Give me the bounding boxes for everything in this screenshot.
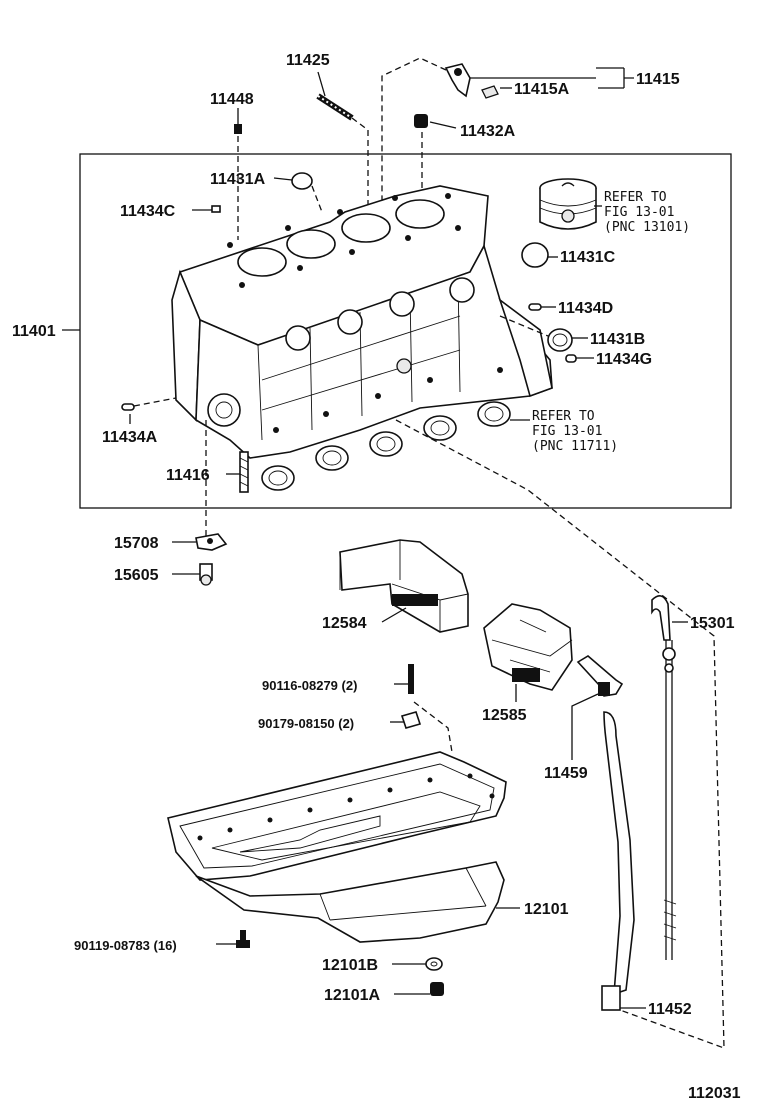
pin-11434D[interactable] — [528, 303, 542, 311]
label-90116: 90116-08279 (2) — [262, 678, 357, 693]
svg-text:FIG 13-01: FIG 13-01 — [604, 205, 674, 220]
refer-note-bearings: REFER TO FIG 13-01 (PNC 11711) — [532, 409, 618, 454]
plug-11431C[interactable] — [521, 242, 549, 268]
drain-plug-12101A[interactable] — [430, 982, 444, 996]
bracket-11415[interactable] — [444, 63, 471, 98]
label-11434A: 11434A — [102, 429, 158, 446]
label-11434C: 11434C — [120, 203, 176, 220]
figure-number: 112031 — [688, 1085, 741, 1102]
label-11431C: 11431C — [560, 249, 616, 266]
nut-90179[interactable] — [400, 711, 422, 729]
label-11425: 11425 — [286, 52, 330, 69]
pin-11448[interactable] — [234, 124, 242, 134]
label-11459: 11459 — [544, 765, 588, 782]
oil-strainer-12585[interactable] — [483, 603, 573, 691]
label-90119: 90119-08783 (16) — [74, 938, 177, 953]
label-12101A: 12101A — [324, 987, 380, 1004]
crank-bearings[interactable] — [261, 401, 511, 491]
label-12101: 12101 — [524, 901, 569, 918]
label-12584: 12584 — [322, 615, 367, 632]
label-11432A: 11432A — [460, 123, 516, 140]
cylinder-block-11401[interactable] — [171, 185, 553, 459]
label-15301: 15301 — [690, 615, 735, 632]
label-11415A: 11415A — [514, 81, 570, 98]
plug-11431B[interactable] — [547, 328, 573, 352]
pin-11434C[interactable] — [211, 205, 221, 213]
plug-11431A[interactable] — [291, 172, 313, 190]
bolt-90119[interactable] — [236, 930, 250, 948]
oil-pan-12101[interactable] — [167, 751, 507, 943]
label-11434D: 11434D — [558, 300, 613, 317]
stud-90116[interactable] — [408, 664, 414, 694]
label-11452: 11452 — [648, 1001, 692, 1018]
piston-reference[interactable] — [539, 178, 597, 230]
label-11434G: 11434G — [596, 351, 652, 368]
svg-text:(PNC 13101): (PNC 13101) — [604, 220, 690, 235]
label-11416: 11416 — [166, 467, 210, 484]
stud-11425[interactable] — [316, 93, 354, 121]
label-11448: 11448 — [210, 91, 254, 108]
pin-11434G[interactable] — [565, 354, 577, 363]
label-12101B: 12101B — [322, 957, 378, 974]
oil-baffle-12584[interactable] — [339, 539, 469, 633]
label-15605: 15605 — [114, 567, 159, 584]
gasket-15708[interactable] — [195, 533, 228, 551]
label-11431A: 11431A — [210, 171, 266, 188]
plug-11432A[interactable] — [414, 114, 428, 128]
bolt-11415A[interactable] — [481, 85, 499, 99]
label-90179: 90179-08150 (2) — [258, 716, 354, 731]
svg-text:FIG 13-01: FIG 13-01 — [532, 424, 602, 439]
dipstick-guide-11452[interactable] — [601, 711, 635, 1011]
cylinder-block-assembly-frame — [79, 153, 732, 509]
gasket-12101B[interactable] — [425, 957, 443, 971]
refer-note-piston: REFER TO FIG 13-01 (PNC 13101) — [604, 190, 690, 235]
label-15708: 15708 — [114, 535, 159, 552]
stud-11416[interactable] — [239, 451, 249, 493]
label-11401: 11401 — [12, 323, 56, 340]
svg-text:REFER TO: REFER TO — [604, 190, 667, 205]
drain-cock-15605[interactable] — [199, 563, 213, 586]
bracket-11459[interactable] — [576, 655, 624, 697]
label-11415: 11415 — [636, 71, 680, 88]
label-11431B: 11431B — [590, 331, 645, 348]
svg-text:(PNC 11711): (PNC 11711) — [532, 439, 618, 454]
dipstick-15301[interactable] — [651, 595, 677, 960]
pin-11434A[interactable] — [121, 403, 135, 411]
label-12585: 12585 — [482, 707, 527, 724]
svg-text:REFER TO: REFER TO — [532, 409, 595, 424]
